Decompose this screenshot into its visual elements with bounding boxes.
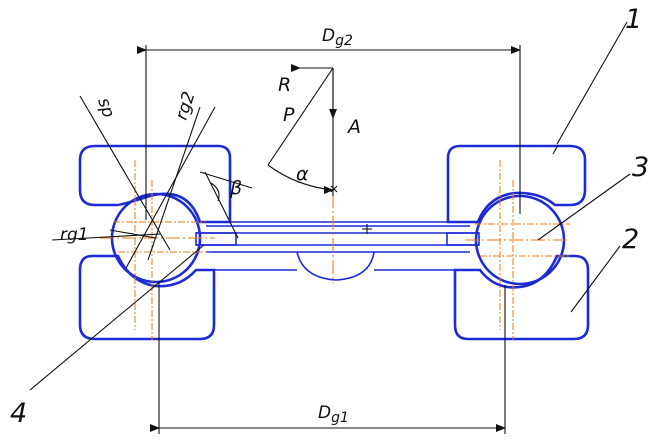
lower-ring-left	[78, 254, 216, 341]
dim-dg1-label: Dg1	[318, 403, 349, 426]
force-p-label: P	[283, 104, 295, 126]
lower-ring-right	[453, 254, 590, 341]
part-2-label: 2	[622, 224, 639, 255]
rg1-label: rg1	[60, 225, 89, 245]
rg2-label: rg2	[172, 89, 200, 122]
part-1-label: 1	[625, 4, 642, 35]
alpha-label: α	[296, 163, 309, 185]
part-4-label: 4	[10, 398, 27, 429]
force-a-label: A	[346, 116, 361, 138]
part-3-label: 3	[632, 152, 649, 183]
beta-label: β	[229, 177, 242, 199]
center-recess	[296, 251, 375, 281]
upper-ring-right	[446, 144, 587, 224]
upper-ring-left	[78, 144, 232, 224]
cage-right	[446, 232, 480, 246]
force-r-label: R	[278, 74, 291, 96]
sp-label: sp	[93, 95, 118, 120]
cage-left	[195, 232, 237, 246]
dim-dg2-label: Dg2	[322, 26, 353, 49]
